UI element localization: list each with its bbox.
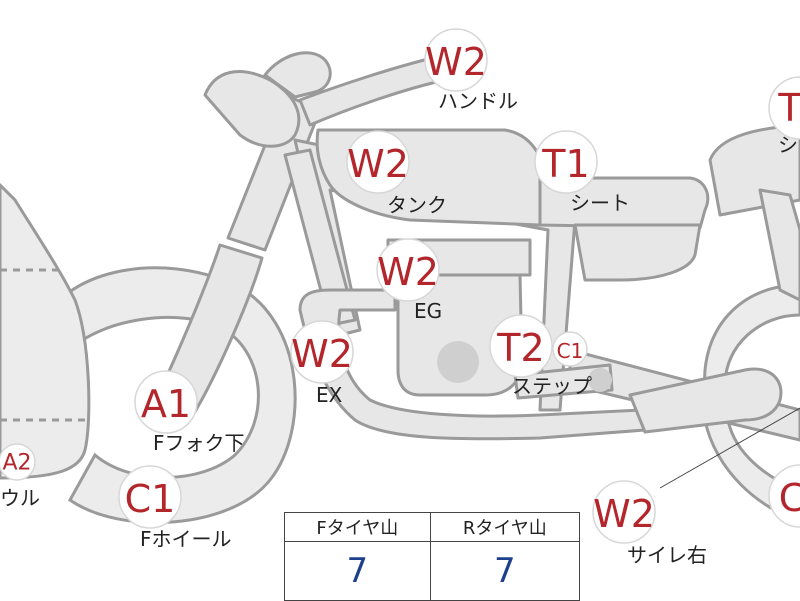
side-cover [573,223,702,282]
badge-code-step-c1: C1 [557,339,584,363]
step-bar [513,363,614,400]
rear-tire-header: Rタイヤ山 [429,512,581,542]
seat [538,176,710,230]
badge-seat: T1 シート [534,130,630,215]
label-ex: EX [316,383,343,407]
front-cowl [0,182,91,480]
badge-code-silencer-right: W2 [593,492,655,536]
tire-tread-table: Fタイヤ山 Rタイヤ山 7 7 [284,512,581,601]
headlight [203,70,301,148]
label-seat: シート [570,191,630,215]
badge-f-fork: A1 Fフォク下 [134,370,245,455]
badge-code-ex: W2 [291,332,353,376]
badge-code-rear-right: C [779,476,800,520]
badge-code-top-right: T [777,86,800,130]
badge-code-seat: T1 [541,142,589,186]
badge-code-handle: W2 [425,40,487,84]
badge-code-cowl: A2 [2,451,31,476]
engine-cover [437,341,479,383]
badge-top-right: T シ [768,76,800,157]
badge-step-c1: C1 [552,331,588,367]
badge-rear-right: C [768,464,800,528]
badge-f-wheel: C1 Fホイール [118,465,232,551]
step-peg [588,368,612,392]
badge-code-tank: W2 [347,142,409,186]
silencer-leader-line [659,407,800,489]
label-silencer-right: サイレ右 [627,543,707,567]
label-f-fork: Fフォク下 [153,431,245,455]
badge-code-f-wheel: C1 [125,477,176,521]
rear-shock [758,188,800,302]
badge-step: T2 ステップ [489,314,592,398]
badge-cowl: A2 ウル [0,443,40,510]
badge-code-eg: W2 [377,250,439,294]
badge-silencer-right: W2 サイレ右 [592,480,707,567]
badge-code-step: T2 [496,326,544,370]
label-tank: タンク [387,193,447,217]
meter [263,51,332,99]
label-cowl: ウル [0,486,40,510]
label-step: ステップ [512,374,592,398]
label-f-wheel: Fホイール [140,527,232,551]
label-handle: ハンドル [438,89,518,113]
front-tire-value: 7 [284,541,431,601]
front-tire-header: Fタイヤ山 [284,512,431,542]
badge-ex: W2 EX [290,320,354,407]
badge-eg: W2 EG [376,238,442,323]
badge-code-f-fork: A1 [141,382,191,426]
label-top-right: シ [778,133,798,157]
silencer [628,367,783,434]
badge-handle: W2 ハンドル [424,28,518,113]
label-eg: EG [414,299,442,323]
badge-tank: W2 タンク [346,130,447,217]
frame-down [283,148,357,327]
rear-tire-value: 7 [429,541,581,601]
exhaust-pipe [298,288,647,441]
